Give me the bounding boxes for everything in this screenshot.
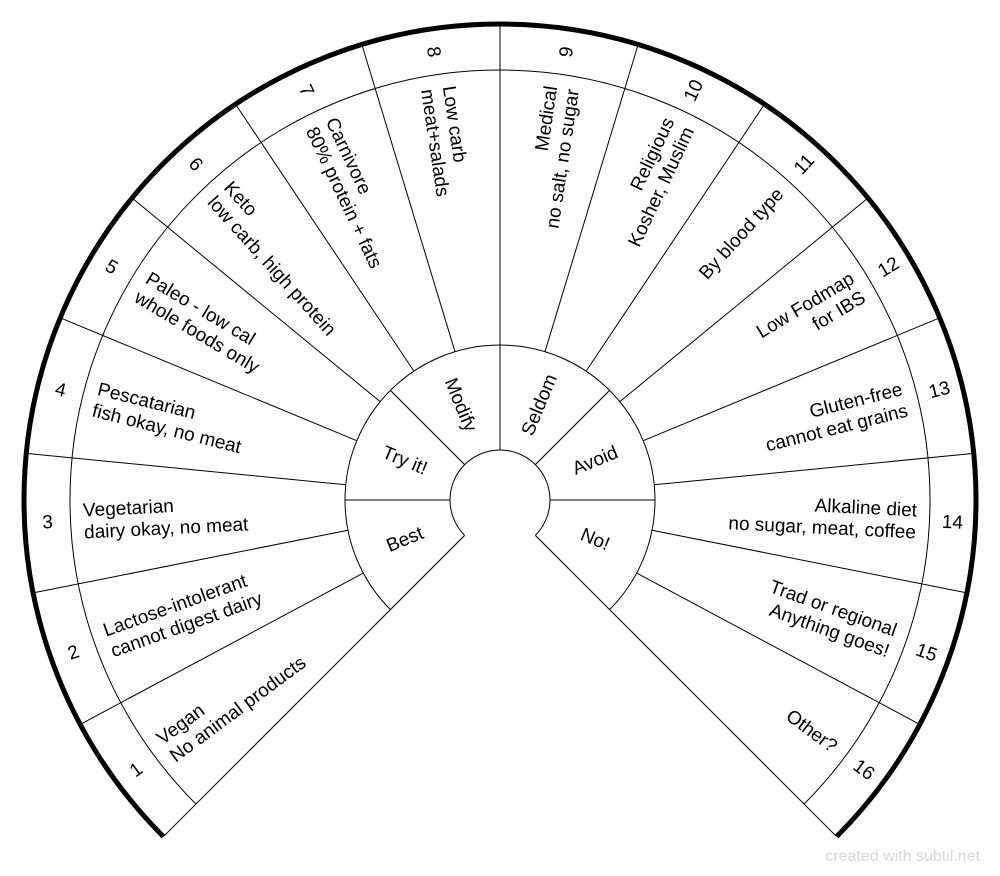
sector-divider	[585, 103, 765, 372]
sector-number-text: 7	[294, 81, 318, 100]
sector-label-text: Vegetarian	[83, 496, 175, 521]
sector-divider	[654, 452, 974, 486]
sector-label: Other?	[782, 706, 841, 757]
group-divider	[535, 390, 610, 465]
sector-divider	[361, 44, 456, 352]
center-hole-arc	[449, 449, 551, 536]
sector-number: 1	[126, 759, 147, 782]
group-label-text: Seldom	[518, 371, 562, 439]
sector-number: 15	[913, 640, 940, 667]
group-label-text: Avoid	[570, 442, 622, 479]
group-label: Best	[383, 523, 427, 557]
sector-number: 6	[184, 154, 207, 176]
sector-number: 8	[422, 45, 444, 59]
sector-label: By blood type	[695, 184, 788, 283]
sector-number-text: 16	[849, 756, 878, 785]
group-label: Avoid	[570, 442, 622, 479]
group-label: No!	[577, 525, 612, 556]
sector-number: 11	[790, 150, 819, 179]
group-label: Try it!	[379, 442, 430, 479]
sector-number-text: 8	[422, 45, 444, 59]
sector-divider	[619, 197, 869, 403]
sector-divider	[609, 609, 837, 837]
sector-number: 5	[101, 256, 121, 279]
sector-number: 3	[42, 512, 54, 533]
sector-label-text: By blood type	[695, 184, 788, 283]
sector-divider	[163, 609, 391, 837]
group-divider	[390, 535, 465, 610]
outer-rim-arc	[21, 21, 979, 839]
group-label-text: No!	[577, 525, 612, 556]
sector-number-text: 1	[126, 759, 147, 782]
sector-number-text: 13	[927, 378, 953, 404]
sector-number-text: 2	[65, 641, 82, 664]
group-label: Seldom	[518, 371, 562, 439]
sector-divider	[544, 44, 639, 352]
sector-divider	[60, 317, 357, 442]
sector-number: 4	[53, 379, 69, 402]
group-label-text: Best	[383, 523, 427, 557]
sector-divider	[643, 317, 940, 442]
sector-label-text: Other?	[782, 706, 841, 757]
sector-divider	[636, 572, 921, 725]
sector-number-text: 12	[874, 253, 903, 282]
sector-number-text: 10	[680, 77, 708, 105]
sector-divider	[131, 197, 381, 403]
sector-number-text: 9	[556, 45, 578, 59]
sector-divider	[651, 529, 967, 594]
sector-number-text: 11	[790, 150, 819, 179]
sector-divider	[26, 452, 346, 486]
group-divider	[535, 535, 610, 610]
group-label-text: Try it!	[379, 442, 430, 479]
sector-number: 12	[874, 253, 903, 282]
sector-number-text: 3	[42, 512, 54, 533]
group-divider	[390, 390, 465, 465]
sector-number-text: 6	[184, 154, 207, 176]
sector-label-text: Alkaline diet	[814, 495, 918, 521]
sector-number: 7	[294, 81, 318, 100]
sector-number: 9	[556, 45, 578, 59]
sector-number-text: 5	[101, 256, 121, 279]
sector-divider	[235, 103, 415, 372]
sector-number: 10	[680, 77, 708, 105]
sector-divider	[33, 529, 349, 594]
group-label-text: Modify	[440, 375, 481, 435]
watermark: created with subtil.net	[825, 848, 980, 865]
group-label: Modify	[440, 375, 481, 435]
sector-number-text: 15	[913, 640, 940, 667]
sector-number: 13	[927, 378, 953, 404]
sector-number-text: 4	[53, 379, 69, 402]
sector-number: 2	[65, 641, 82, 664]
sector-number-text: 14	[941, 512, 964, 534]
sector-divider	[79, 572, 364, 725]
sector-number: 14	[941, 512, 964, 534]
sector-number: 16	[849, 756, 878, 785]
